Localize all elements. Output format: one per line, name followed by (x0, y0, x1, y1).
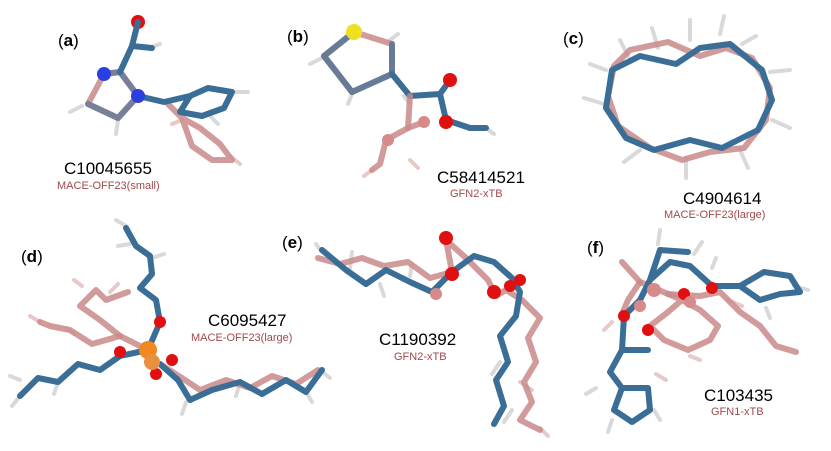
panel-c-method: MACE-OFF23(large) (664, 209, 765, 221)
panel-d: (d) (8, 218, 332, 416)
molecule-c (582, 14, 792, 180)
panel-e: (e) C1190392 GFN2-xTB (282, 231, 550, 438)
panel-d-label: (d) (21, 247, 43, 266)
panel-a-molecule-id: C10045655 (64, 159, 152, 178)
molecule-d (8, 218, 332, 416)
panel-c-molecule-id: C4904614 (683, 189, 761, 208)
panel-a-method: MACE-OFF23(small) (57, 180, 160, 192)
panel-a-label: (a) (58, 31, 79, 50)
panel-f: (f) (584, 228, 810, 434)
panel-e-molecule-id: C1190392 (379, 330, 456, 349)
panel-e-label: (e) (282, 233, 303, 252)
panel-f-label: (f) (587, 238, 604, 257)
panel-f-method: GFN1-xTB (711, 406, 764, 418)
panel-c: (c) C4904614 MACE-OFF23(large) (563, 14, 792, 221)
panel-b-molecule-id: C58414521 (437, 168, 525, 187)
molecule-a (68, 15, 250, 166)
molecule-f (584, 228, 810, 434)
panel-b-label: (b) (287, 27, 309, 46)
panel-e-method: GFN2-xTB (394, 351, 447, 363)
panel-f-molecule-id: C103435 (704, 386, 773, 405)
panel-c-label: (c) (563, 29, 584, 48)
panel-d-method: MACE-OFF23(large) (191, 332, 292, 344)
panel-b: (b) C58414521 GFN2-xTB (287, 24, 525, 200)
molecule-b (308, 24, 496, 178)
panel-b-method: GFN2-xTB (450, 188, 503, 200)
panel-d-molecule-id: C6095427 (208, 311, 286, 330)
molecule-e (314, 231, 550, 438)
panel-a: (a) C10045655 MACE-OFF23(small) (57, 15, 250, 192)
